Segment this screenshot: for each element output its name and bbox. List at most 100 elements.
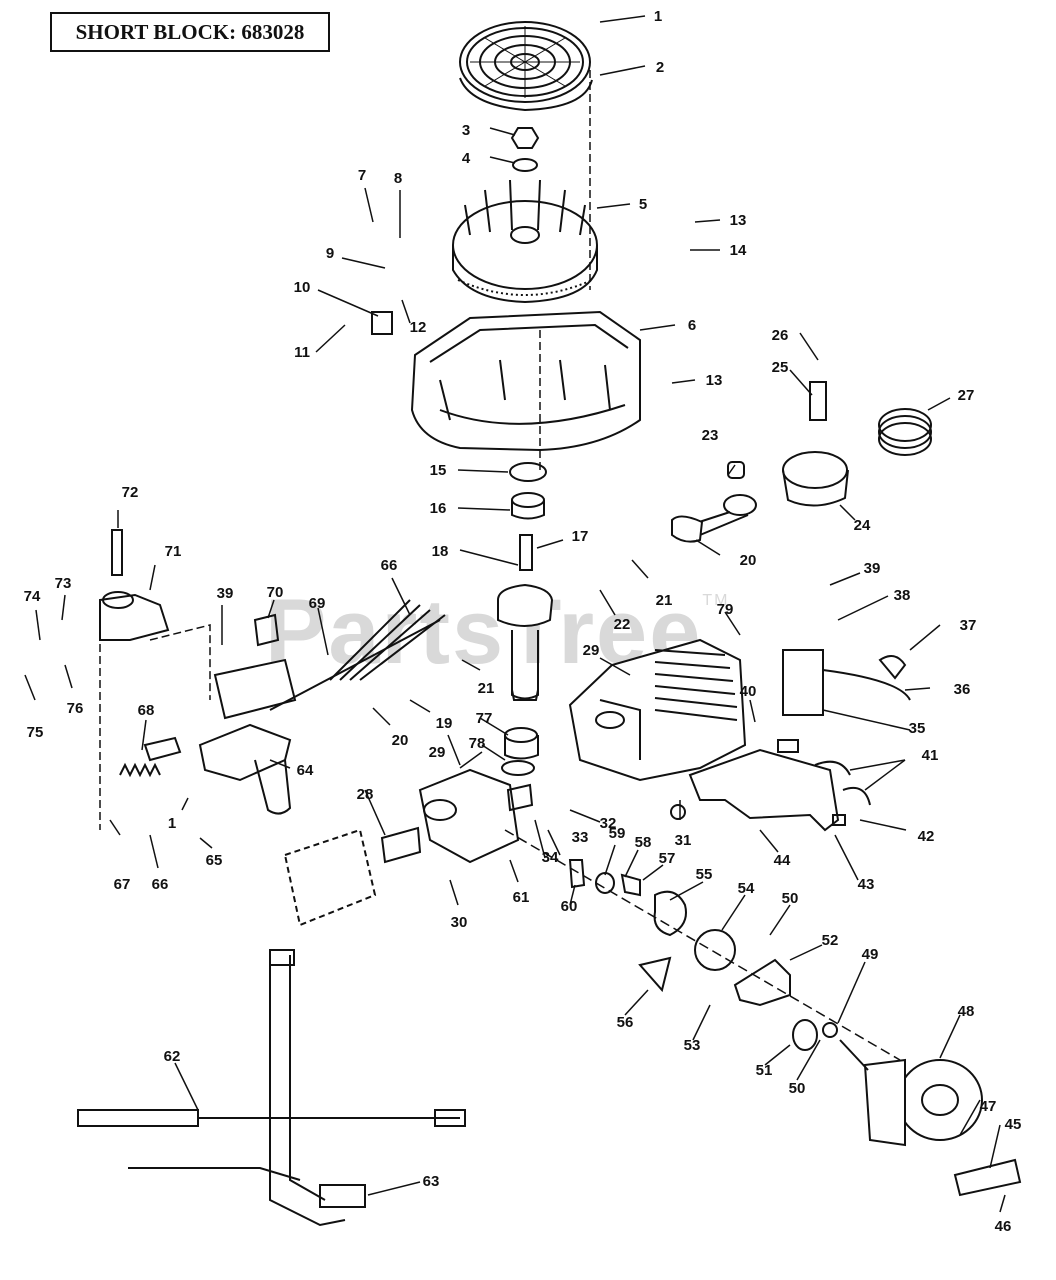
- callout-50-lower: 50: [789, 1080, 806, 1097]
- callout-18: 18: [432, 543, 449, 560]
- callout-53: 53: [684, 1037, 701, 1054]
- callout-labels: 1 2 3 4 5 6 7 8 9 10 11 12 13 14 13 15 1…: [24, 8, 1022, 1235]
- callout-15: 15: [430, 462, 447, 479]
- cylinder: [568, 638, 747, 782]
- callout-64: 64: [297, 762, 314, 779]
- callout-72: 72: [122, 484, 139, 501]
- callout-30: 30: [451, 914, 468, 931]
- bushing-tube: [143, 736, 182, 762]
- callout-13: 13: [730, 212, 747, 229]
- callout-25: 25: [772, 359, 789, 376]
- callout-37: 37: [960, 617, 977, 634]
- callout-31: 31: [675, 832, 692, 849]
- carburetor: [418, 768, 520, 864]
- callout-46: 46: [995, 1218, 1012, 1235]
- bolt: [111, 529, 123, 576]
- reed-valve: [506, 783, 534, 812]
- callout-1-left: 1: [168, 815, 176, 832]
- callout-65: 65: [206, 852, 223, 869]
- callout-39: 39: [217, 585, 234, 602]
- connecting-rod: [671, 494, 757, 543]
- base-plate: [688, 739, 840, 832]
- callout-51: 51: [756, 1062, 773, 1079]
- blower-housing: [410, 310, 641, 452]
- callout-34: 34: [542, 849, 559, 866]
- callout-4: 4: [462, 150, 471, 167]
- callout-33: 33: [572, 829, 589, 846]
- wire-bundle: [329, 599, 446, 681]
- callout-40: 40: [740, 683, 757, 700]
- callout-71: 71: [165, 543, 182, 560]
- callout-57: 57: [659, 850, 676, 867]
- callout-70: 70: [267, 584, 284, 601]
- callout-23: 23: [702, 427, 719, 444]
- page-title: SHORT BLOCK: 683028: [50, 12, 330, 52]
- callout-49: 49: [862, 946, 879, 963]
- throttle-assembly: [99, 591, 292, 815]
- callout-35: 35: [909, 720, 926, 737]
- starter-motor: [839, 1039, 983, 1147]
- callout-38: 38: [894, 587, 911, 604]
- blower-screen: [459, 21, 593, 112]
- callout-24: 24: [854, 517, 871, 534]
- callout-20-lower: 20: [392, 732, 409, 749]
- gasket: [380, 826, 422, 864]
- ball: [670, 804, 686, 820]
- callout-20: 20: [740, 552, 757, 569]
- spring: [119, 762, 161, 778]
- mounting-bracket: [953, 1158, 1022, 1197]
- callout-63: 63: [423, 1173, 440, 1190]
- callout-60: 60: [561, 898, 578, 915]
- ignition-module: [782, 649, 911, 716]
- crankshaft: [497, 534, 554, 701]
- callout-67: 67: [114, 876, 131, 893]
- callout-22: 22: [614, 616, 631, 633]
- spring-clip: [814, 760, 851, 776]
- callout-42: 42: [918, 828, 935, 845]
- callout-66-lower: 66: [152, 876, 169, 893]
- washer: [512, 158, 538, 172]
- callout-44: 44: [774, 852, 791, 869]
- piston: [782, 451, 849, 507]
- leader-lines: [24, 15, 1006, 1213]
- callout-21: 21: [656, 592, 673, 609]
- clip: [832, 814, 846, 826]
- callout-48: 48: [958, 1003, 975, 1020]
- callout-10: 10: [294, 279, 311, 296]
- callout-73: 73: [55, 575, 72, 592]
- starter-switch: [213, 613, 297, 720]
- callout-41: 41: [922, 747, 939, 764]
- callout-58: 58: [635, 834, 652, 851]
- callout-6: 6: [688, 317, 696, 334]
- callout-79: 79: [717, 601, 734, 618]
- callout-13-lower: 13: [706, 372, 723, 389]
- callout-14: 14: [730, 242, 747, 259]
- callout-50: 50: [782, 890, 799, 907]
- spring-clip: [842, 786, 871, 806]
- callout-43: 43: [858, 876, 875, 893]
- callout-36: 36: [954, 681, 971, 698]
- callout-68: 68: [138, 702, 155, 719]
- callout-27: 27: [958, 387, 975, 404]
- callout-17: 17: [572, 528, 589, 545]
- flywheel: [452, 179, 598, 304]
- piston-pin: [809, 381, 827, 421]
- callout-1: 1: [654, 8, 662, 25]
- callout-12: 12: [410, 319, 427, 336]
- callout-3: 3: [462, 122, 470, 139]
- oil-seal: [509, 462, 547, 482]
- callout-2: 2: [656, 59, 664, 76]
- callout-47: 47: [980, 1098, 997, 1115]
- callout-74: 74: [24, 588, 41, 605]
- callout-55: 55: [696, 866, 713, 883]
- starter-drive: [568, 859, 838, 1051]
- callout-52: 52: [822, 932, 839, 949]
- wiring-harness: [77, 949, 466, 1227]
- callout-69: 69: [309, 595, 326, 612]
- nut: [510, 127, 540, 149]
- bearing: [511, 500, 545, 520]
- callout-59: 59: [609, 825, 626, 842]
- callout-21-lower: 21: [478, 680, 495, 697]
- callout-66: 66: [381, 557, 398, 574]
